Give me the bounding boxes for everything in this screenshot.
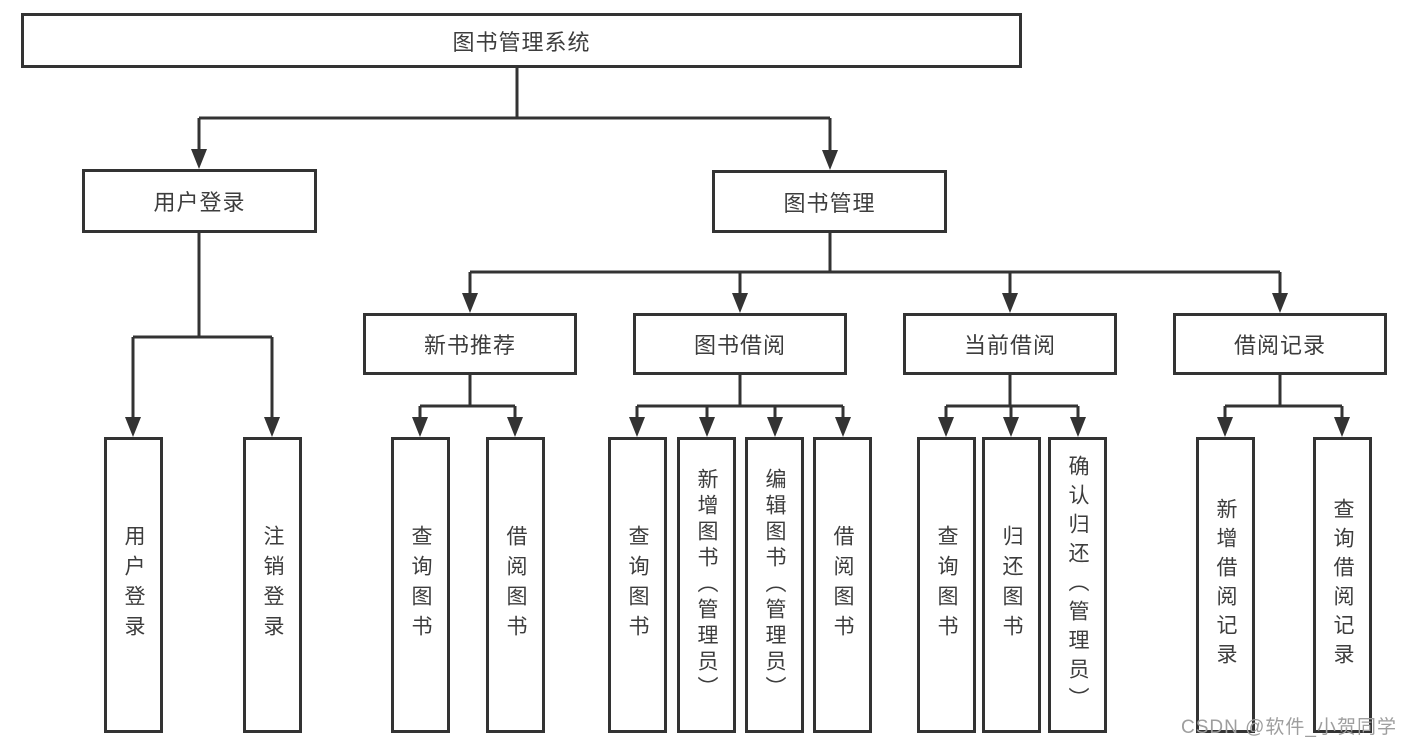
arrowhead [732, 293, 748, 313]
node-root-library-system: 图书管理系统 [21, 13, 1022, 68]
arrowhead [1217, 417, 1233, 437]
leaf-label: 用户登录 [122, 525, 145, 645]
connector-user-login-children [131, 233, 274, 419]
leaf-label: 查询图书 [409, 525, 432, 645]
leaf-label: 借阅图书 [831, 525, 854, 645]
csdn-watermark: CSDN @软件_小贺同学 [1181, 717, 1397, 738]
node-book-borrowing: 图书借阅 [633, 313, 847, 375]
arrowhead [125, 417, 141, 437]
leaf-label: 新增图书（管理员） [695, 468, 718, 702]
arrowhead [1334, 417, 1350, 437]
node-leaf-borrow-books-recommend: 借阅图书 [486, 437, 545, 733]
leaf-label: 注销登录 [261, 525, 284, 645]
node-leaf-query-borrow-record: 查询借阅记录 [1313, 437, 1372, 733]
node-leaf-query-books-current: 查询图书 [917, 437, 976, 733]
arrowhead [1002, 293, 1018, 313]
arrowhead [1272, 293, 1288, 313]
node-leaf-query-books-recommend: 查询图书 [391, 437, 450, 733]
arrowhead [699, 417, 715, 437]
node-leaf-add-borrow-record: 新增借阅记录 [1196, 437, 1255, 733]
arrowhead [1070, 417, 1086, 437]
node-leaf-confirm-return-admin: 确认归还（管理员） [1048, 437, 1107, 733]
connector-borrow-record-children [1223, 375, 1344, 419]
node-borrowing-records: 借阅记录 [1173, 313, 1387, 375]
node-current-borrowing: 当前借阅 [903, 313, 1117, 375]
connector-book-mgmt-children [468, 233, 1282, 295]
arrowhead [462, 293, 478, 313]
node-new-book-recommendation: 新书推荐 [363, 313, 577, 375]
node-leaf-return-books: 归还图书 [982, 437, 1041, 733]
arrowhead [412, 417, 428, 437]
arrowhead [767, 417, 783, 437]
node-leaf-query-books-borrowing: 查询图书 [608, 437, 667, 733]
leaf-label: 查询图书 [935, 525, 958, 645]
node-leaf-user-login: 用户登录 [104, 437, 163, 733]
connector-new-book-children [418, 375, 517, 419]
arrowhead [1003, 417, 1019, 437]
arrowhead [822, 150, 838, 170]
node-leaf-logout: 注销登录 [243, 437, 302, 733]
node-leaf-edit-books-admin: 编辑图书（管理员） [745, 437, 804, 733]
leaf-label: 归还图书 [1000, 525, 1023, 645]
connector-book-borrow-children [635, 375, 845, 419]
leaf-label: 查询图书 [626, 525, 649, 645]
arrowhead [835, 417, 851, 437]
node-book-management: 图书管理 [712, 170, 947, 233]
leaf-label: 确认归还（管理员） [1066, 454, 1089, 716]
arrowhead [629, 417, 645, 437]
leaf-label: 借阅图书 [504, 525, 527, 645]
arrowhead [264, 417, 280, 437]
arrowhead [191, 149, 207, 169]
arrowhead [507, 417, 523, 437]
connector-current-borrow-children [944, 375, 1080, 419]
leaf-label: 编辑图书（管理员） [763, 468, 786, 702]
leaf-label: 查询借阅记录 [1331, 498, 1354, 672]
node-leaf-borrow-books: 借阅图书 [813, 437, 872, 733]
connector-root-to-level2 [197, 68, 832, 152]
leaf-label: 新增借阅记录 [1214, 498, 1237, 672]
arrowhead [938, 417, 954, 437]
node-user-login: 用户登录 [82, 169, 317, 233]
node-leaf-add-books-admin: 新增图书（管理员） [677, 437, 736, 733]
